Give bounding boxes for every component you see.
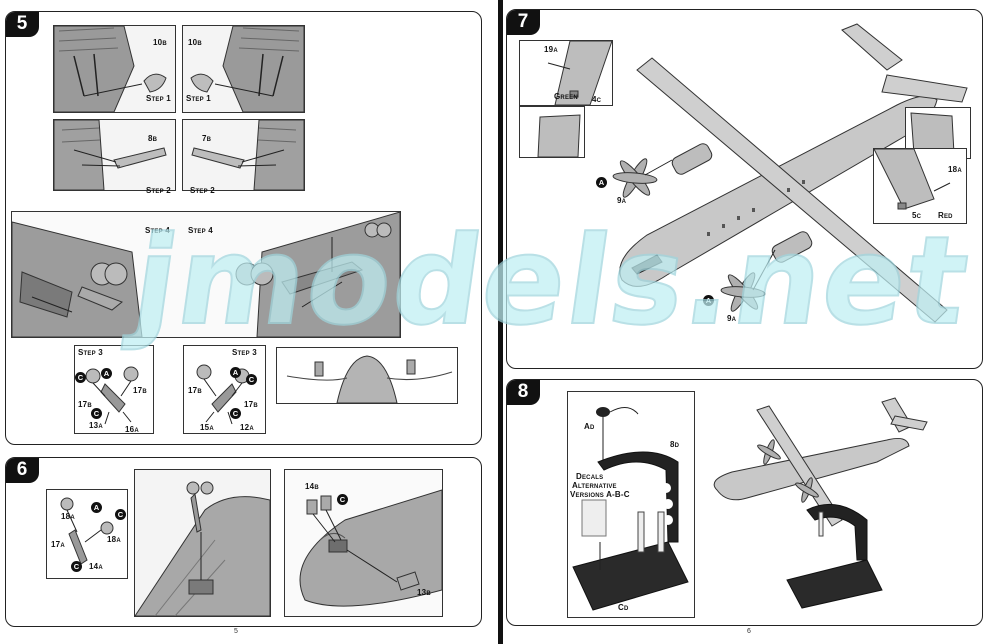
step3-left-title: Step 3 (78, 348, 103, 357)
wing-part-7b-drawing (191, 120, 304, 190)
step6-badge: 6 (6, 458, 39, 483)
decals-line1: Decals (576, 472, 604, 481)
label-17a: 17A (51, 540, 65, 549)
label-step4-left: Step 4 (145, 226, 170, 235)
callout-c3-step6: C (337, 494, 348, 505)
binding-spine (498, 0, 503, 644)
wingtip-light-red-drawing (874, 149, 951, 210)
nose-gear-parts-drawing (60, 497, 114, 565)
step5-badge: 5 (6, 12, 39, 37)
label-step1-left: Step 1 (146, 94, 171, 103)
decals-line2: Alternative (572, 481, 617, 490)
step5-box-7b (182, 119, 305, 191)
step5-box-10b-right (182, 25, 305, 113)
label-step4-right: Step 4 (188, 226, 213, 235)
page-number-left: 5 (234, 628, 238, 635)
display-stand-drawing (572, 407, 689, 611)
label-18a-step7: 18A (948, 165, 962, 174)
callout-c-left: C (75, 372, 86, 383)
label-5c: 5C (912, 211, 922, 220)
label-8b: 8B (148, 134, 158, 143)
callout-c2-step6: C (71, 561, 82, 572)
label-17b-left-a: 17B (133, 386, 147, 395)
label-8d: 8D (670, 440, 680, 449)
label-4c: 4C (592, 95, 602, 104)
label-step2-right: Step 2 (190, 186, 215, 195)
callout-a-step6: A (91, 502, 102, 513)
step6-panel: 6 18A A C 18A 17A C 14A (5, 457, 482, 627)
label-cd: CD (618, 603, 629, 612)
callout-c-right: C (246, 374, 257, 385)
label-step2-left: Step 2 (146, 186, 171, 195)
wing-part-8b-drawing (54, 120, 167, 190)
landing-gear-left-drawing (85, 366, 139, 425)
right-page: 7 (503, 0, 1000, 644)
decals-line3: Versions A-B-C (570, 490, 630, 499)
callout-c2-left: C (91, 408, 102, 419)
wing-root-right-drawing (190, 26, 304, 112)
label-9a-left: 9A (617, 196, 627, 205)
label-9a-bottom: 9A (727, 314, 737, 323)
step3-right-box: Step 3 A C 17B 17B C 15A 12A (183, 345, 266, 434)
label-step1-right: Step 1 (186, 94, 211, 103)
step5-box-10b-left (53, 25, 176, 113)
step7-badge: 7 (507, 10, 540, 35)
step3-left-box: Step 3 C A 17B 17B C 13A 16A (74, 345, 154, 434)
label-18a-top: 18A (61, 512, 75, 521)
page-number-right: 6 (747, 628, 751, 635)
label-10b-right: 10B (188, 38, 202, 47)
label-7b: 7B (202, 134, 212, 143)
callout-a-left: A (101, 368, 112, 379)
label-14b: 14B (305, 482, 319, 491)
callout-a-right: A (230, 367, 241, 378)
callout-c1-step6: C (115, 509, 126, 520)
label-16a: 16A (125, 425, 139, 434)
label-19a: 19A (544, 45, 558, 54)
label-13a: 13A (89, 421, 103, 430)
label-17b-right-b: 17B (244, 400, 258, 409)
step7-panel: 7 (506, 9, 983, 369)
nose-cone-drawing (299, 489, 442, 607)
wing-root-left-drawing (54, 26, 167, 112)
wingtip-light-green-drawing (547, 41, 612, 105)
step7-wingtip-box-bottom (519, 106, 585, 158)
step5-box-nose-detail (276, 347, 458, 404)
step8-badge: 8 (507, 380, 540, 405)
left-page: 5 10B 10B Step 1 Step 1 (0, 0, 498, 644)
label-green: Green (554, 92, 578, 101)
step6-nose-detail-box: 14B C 13B (284, 469, 443, 617)
step5-panel: 5 10B 10B Step 1 Step 1 (5, 11, 482, 445)
label-ad: AD (584, 422, 595, 431)
step7-wingtip-box-right-bottom: 18A 5C Red (873, 148, 967, 224)
label-red: Red (938, 211, 953, 220)
label-17b-left-b: 17B (78, 400, 92, 409)
aircraft-top-view-drawing (612, 23, 968, 323)
step5-box-8b (53, 119, 176, 191)
callout-c2-right: C (230, 408, 241, 419)
callout-a-step7-bottom: A (703, 295, 714, 306)
step8-panel: 8 AD 8D Decals Alternative Versions A-B-… (506, 379, 983, 626)
aircraft-on-stand-drawing (713, 397, 928, 609)
step8-stand-box: AD 8D Decals Alternative Versions A-B-C … (567, 391, 695, 618)
label-13b: 13B (417, 588, 431, 597)
step5-box-underside (11, 211, 401, 338)
step7-wingtip-box-top: 19A Green 4C (519, 40, 613, 106)
fuselage-front-drawing (286, 355, 453, 403)
nose-underside-drawing (135, 481, 270, 616)
step6-nose-box (134, 469, 271, 617)
step3-right-title: Step 3 (232, 348, 257, 357)
callout-a-step7-left: A (596, 177, 607, 188)
label-18a: 18A (107, 535, 121, 544)
label-14a: 14A (89, 562, 103, 571)
label-17b-right-a: 17B (188, 386, 202, 395)
wingtip-assembled-left-drawing (537, 114, 581, 157)
step6-parts-box: 18A A C 18A 17A C 14A (46, 489, 128, 579)
label-10b-left: 10B (153, 38, 167, 47)
fuselage-underside-drawing (12, 212, 400, 337)
label-12a: 12A (240, 423, 254, 432)
label-15a: 15A (200, 423, 214, 432)
